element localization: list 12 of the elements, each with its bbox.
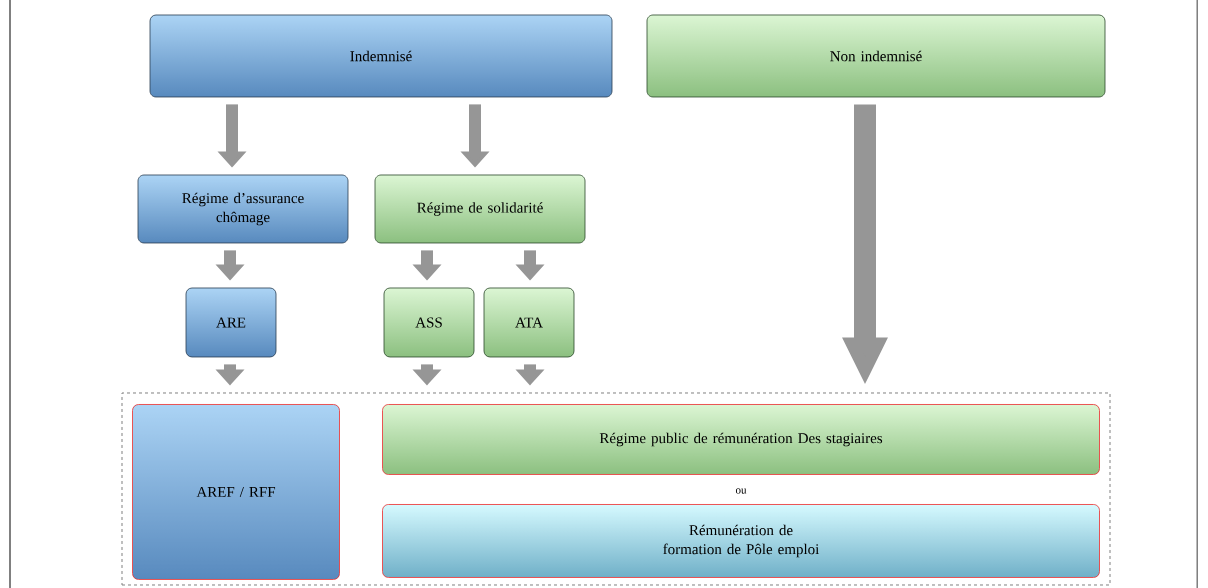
training-box: Rémunération de formation de Pôle emploi	[382, 504, 1100, 578]
category-box: Non indemnisé	[646, 14, 1106, 98]
group-frame	[121, 392, 1111, 586]
allowance-box: ASS	[383, 287, 475, 358]
training-box: Régime public de rémunération Des stagiaires	[382, 404, 1100, 475]
scheme-box: Régime d’assurance chômage	[137, 174, 349, 244]
allowance-box: ARE	[185, 287, 277, 358]
scheme-box: Régime de solidarité	[374, 174, 586, 244]
connector-word: ou	[735, 488, 747, 494]
allowance-box: ATA	[483, 287, 575, 358]
training-box: AREF / RFF	[132, 404, 340, 580]
category-box: Indemnisé	[149, 14, 613, 98]
